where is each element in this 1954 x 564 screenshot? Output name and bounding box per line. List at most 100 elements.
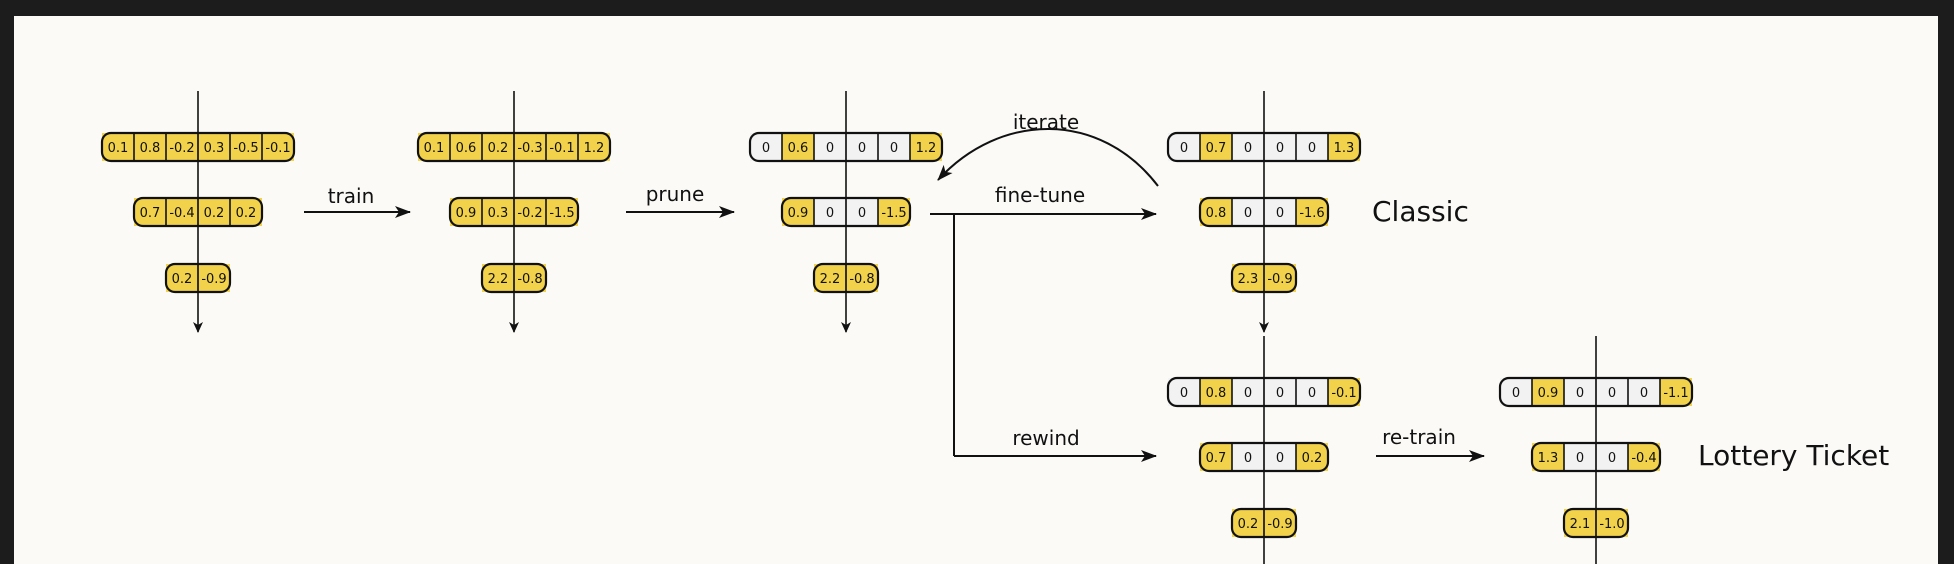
iterate-label: iterate <box>1013 110 1079 134</box>
weight-value: 0.3 <box>204 141 225 156</box>
weight-value: -0.9 <box>1267 517 1292 532</box>
weight-value: -0.8 <box>517 272 542 287</box>
weight-value: 0 <box>1244 141 1252 156</box>
weight-cell <box>814 264 846 292</box>
weight-cell <box>1264 378 1296 406</box>
weight-value: 0 <box>1180 386 1188 401</box>
weight-cell <box>230 198 262 226</box>
weight-value: 0.1 <box>108 141 129 156</box>
weight-value: 0 <box>1276 451 1284 466</box>
weight-value: 1.2 <box>584 141 605 156</box>
weight-cell <box>198 264 230 292</box>
weight-value: 0.7 <box>1206 451 1227 466</box>
weight-value: 0.8 <box>140 141 161 156</box>
weight-cell <box>814 133 846 161</box>
layer-3: 2.3-0.9 <box>1230 262 1298 294</box>
weight-cell <box>262 133 294 161</box>
weight-value: 0 <box>1276 141 1284 156</box>
weight-value: 0.9 <box>456 206 477 221</box>
weight-value: 0.9 <box>1538 386 1559 401</box>
weight-value: 0.8 <box>1206 206 1227 221</box>
weight-value: 0 <box>1308 141 1316 156</box>
weight-value: -0.4 <box>169 206 194 221</box>
weight-cell <box>230 133 262 161</box>
layer-3: 2.2-0.8 <box>480 262 548 294</box>
weight-value: -0.9 <box>1267 272 1292 287</box>
weight-cell <box>450 133 482 161</box>
weight-cell <box>514 198 546 226</box>
weight-cell <box>1628 378 1660 406</box>
weight-cell <box>578 133 610 161</box>
weight-cell <box>878 133 910 161</box>
weight-cell <box>1232 443 1264 471</box>
weight-value: 1.3 <box>1334 141 1355 156</box>
weight-cell <box>1564 443 1596 471</box>
weight-value: 0 <box>1608 451 1616 466</box>
weight-value: -0.5 <box>233 141 258 156</box>
weight-cell <box>166 264 198 292</box>
weight-value: 0.9 <box>788 206 809 221</box>
weight-value: 0 <box>762 141 770 156</box>
layer-3: 0.2-0.9 <box>164 262 232 294</box>
weight-cell <box>482 198 514 226</box>
weight-value: 1.3 <box>1538 451 1559 466</box>
weight-value: -0.2 <box>169 141 194 156</box>
weight-cell <box>1264 198 1296 226</box>
weight-value: 0.2 <box>204 206 225 221</box>
weight-cell <box>846 133 878 161</box>
weight-value: 0.2 <box>1302 451 1323 466</box>
weight-cell <box>1168 378 1200 406</box>
weight-cell <box>1296 443 1328 471</box>
weight-cell <box>102 133 134 161</box>
weight-cell <box>1264 264 1296 292</box>
weight-value: 0 <box>826 206 834 221</box>
weight-cell <box>1328 133 1360 161</box>
weight-cell <box>1628 443 1660 471</box>
weight-value: 0 <box>1180 141 1188 156</box>
weight-cell <box>846 264 878 292</box>
weight-value: -0.9 <box>201 272 226 287</box>
weight-value: 0.1 <box>424 141 445 156</box>
weight-cell <box>418 133 450 161</box>
weight-cell <box>1232 264 1264 292</box>
weight-value: -1.1 <box>1663 386 1688 401</box>
weight-value: 2.1 <box>1570 517 1591 532</box>
weight-value: -1.5 <box>549 206 574 221</box>
weight-cell <box>1596 443 1628 471</box>
weight-cell <box>450 198 482 226</box>
weight-value: -0.2 <box>517 206 542 221</box>
weight-value: 0 <box>826 141 834 156</box>
weight-value: 0.2 <box>1238 517 1259 532</box>
weight-value: 0 <box>1512 386 1520 401</box>
layer-3: 2.1-1.0 <box>1562 507 1630 539</box>
weight-cell <box>514 133 546 161</box>
weight-value: 0 <box>1244 386 1252 401</box>
weight-cell <box>1596 509 1628 537</box>
weight-cell <box>750 133 782 161</box>
re-train-label: re-train <box>1382 425 1456 449</box>
weight-value: 0 <box>1276 206 1284 221</box>
weight-cell <box>878 198 910 226</box>
weight-cell <box>482 264 514 292</box>
weight-cell <box>782 133 814 161</box>
weight-value: 0.8 <box>1206 386 1227 401</box>
weight-value: 0 <box>858 206 866 221</box>
weight-cell <box>1564 509 1596 537</box>
weight-value: 0 <box>1276 386 1284 401</box>
weight-cell <box>198 133 230 161</box>
rewind-label: rewind <box>1012 426 1079 450</box>
weight-cell <box>134 133 166 161</box>
layer-3: 2.2-0.8 <box>812 262 880 294</box>
weight-cell <box>166 133 198 161</box>
weight-cell <box>1264 133 1296 161</box>
